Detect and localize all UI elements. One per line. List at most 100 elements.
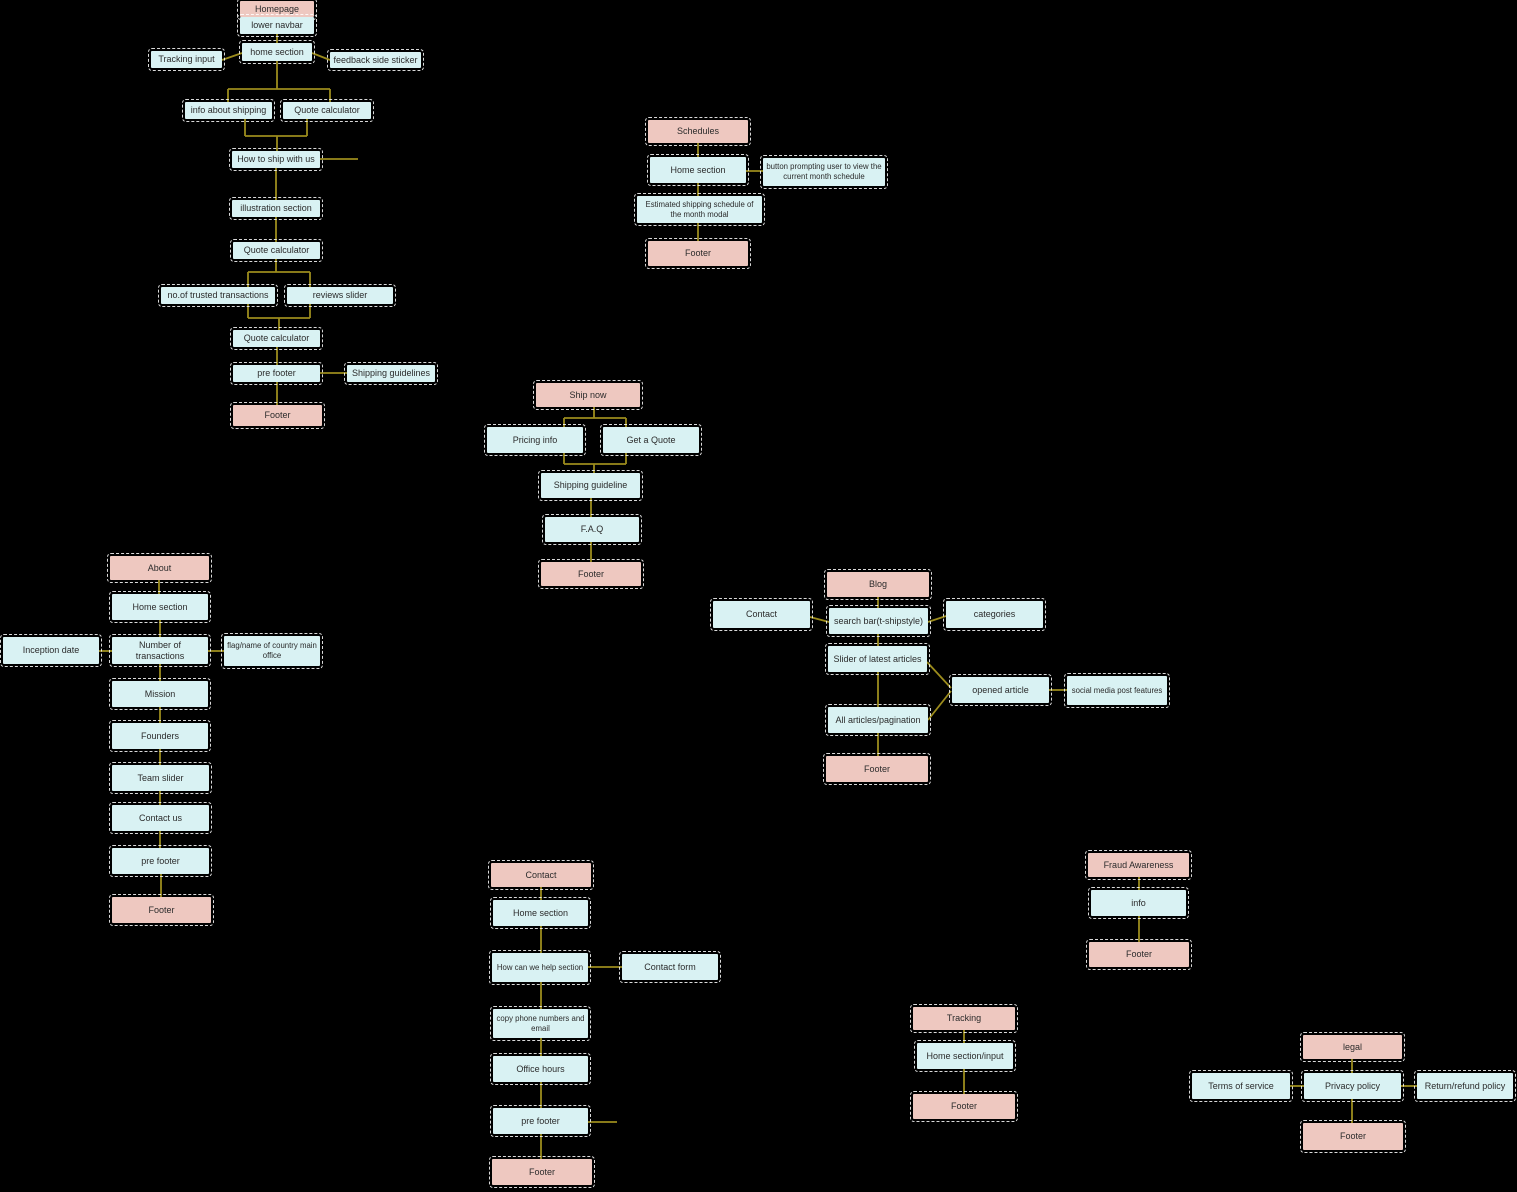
node-lg-footer[interactable]: Footer [1300, 1120, 1406, 1153]
node-ab-flag-country[interactable]: flag/name of country main office [221, 633, 323, 669]
node-hp-reviews-slider[interactable]: reviews slider [284, 284, 396, 307]
node-ab-pre-footer[interactable]: pre footer [109, 845, 212, 877]
node-sc-view-schedule-button[interactable]: button prompting user to view the curren… [760, 155, 888, 189]
node-label: Slider of latest articles [833, 653, 922, 664]
node-ab-inception-date[interactable]: Inception date [0, 634, 102, 667]
node-label: pre footer [141, 855, 180, 866]
node-label: Home section [132, 601, 188, 612]
node-hp-home-section[interactable]: home section [239, 40, 315, 64]
node-sn-pricing-info[interactable]: Pricing info [484, 424, 586, 456]
node-bl-social-features[interactable]: social media post features [1064, 673, 1170, 708]
node-hp-quote-calculator-2[interactable]: Quote calculator [230, 239, 323, 262]
node-ab-founders[interactable]: Founders [109, 720, 211, 752]
node-bl-footer[interactable]: Footer [823, 753, 931, 785]
node-label: Ship now [569, 389, 607, 400]
node-label: pre footer [521, 1115, 560, 1126]
node-hp-tracking-input[interactable]: Tracking input [148, 48, 225, 71]
node-label: Footer [528, 1166, 555, 1177]
node-hp-feedback-side-sticker[interactable]: feedback side sticker [327, 49, 424, 71]
node-ship-now[interactable]: Ship now [533, 380, 643, 410]
node-ct-contact-form[interactable]: Contact form [619, 951, 721, 983]
node-hp-quote-calculator-1[interactable]: Quote calculator [280, 99, 374, 122]
node-label: Blog [868, 579, 887, 590]
node-label: All articles/pagination [835, 714, 921, 725]
node-schedules[interactable]: Schedules [645, 117, 751, 146]
node-ct-pre-footer[interactable]: pre footer [490, 1105, 591, 1137]
node-bl-categories[interactable]: categories [943, 598, 1046, 631]
node-lg-terms[interactable]: Terms of service [1189, 1070, 1293, 1102]
node-ab-contact-us[interactable]: Contact us [109, 802, 212, 834]
node-bl-latest-articles[interactable]: Slider of latest articles [825, 643, 930, 675]
node-bl-opened-article[interactable]: opened article [949, 674, 1052, 706]
node-label: copy phone numbers and email [496, 1013, 585, 1033]
node-label: home section [250, 46, 304, 57]
node-blog[interactable]: Blog [824, 569, 932, 600]
node-legal[interactable]: legal [1300, 1032, 1405, 1062]
node-label: search bar(t-shipstyle) [833, 615, 924, 626]
node-label: Mission [144, 688, 176, 699]
node-bl-contact[interactable]: Contact [710, 598, 813, 631]
node-ab-mission[interactable]: Mission [109, 678, 211, 710]
node-ab-home-section[interactable]: Home section [109, 591, 211, 623]
node-about[interactable]: About [107, 553, 212, 583]
node-label: Team slider [137, 772, 184, 783]
node-ct-home-section[interactable]: Home section [490, 897, 591, 929]
node-label: Quote calculator [243, 245, 310, 256]
node-ct-how-help[interactable]: How can we help section [489, 950, 591, 985]
node-label: Footer [684, 248, 711, 259]
node-label: Number of transactions [135, 639, 185, 661]
node-sn-get-a-quote[interactable]: Get a Quote [600, 424, 702, 456]
node-sc-schedule-modal[interactable]: Estimated shipping schedule of the month… [634, 193, 765, 226]
node-hp-lower-navbar[interactable]: lower navbar [237, 14, 317, 37]
node-hp-info-about-shipping[interactable]: info about shipping [182, 99, 275, 122]
node-ab-team-slider[interactable]: Team slider [109, 762, 212, 794]
node-fa-info[interactable]: info [1088, 887, 1189, 919]
node-lg-return[interactable]: Return/refund policy [1414, 1070, 1516, 1102]
node-hp-pre-footer[interactable]: pre footer [230, 362, 323, 385]
node-tracking[interactable]: Tracking [910, 1004, 1018, 1033]
node-hp-footer[interactable]: Footer [230, 402, 325, 429]
node-homepage[interactable]: Homepage [237, 0, 317, 20]
node-label: Contact form [644, 961, 696, 972]
node-label: Quote calculator [294, 105, 360, 116]
node-hp-trusted-transactions[interactable]: no.of trusted transactions [158, 284, 278, 307]
node-tr-home-input[interactable]: Home section/input [914, 1040, 1016, 1072]
node-ct-footer[interactable]: Footer [489, 1156, 595, 1188]
node-bl-all-articles[interactable]: All articles/pagination [825, 704, 931, 736]
node-label: F.A.Q [580, 524, 604, 535]
node-hp-quote-calculator-3[interactable]: Quote calculator [230, 327, 323, 350]
node-label: categories [973, 609, 1016, 620]
node-contact[interactable]: Contact [488, 860, 594, 890]
connector-line [927, 615, 947, 623]
node-label: Shipping guidelines [351, 368, 431, 379]
node-label: reviews slider [312, 290, 368, 301]
node-ab-num-transactions[interactable]: Number of transactions [109, 634, 211, 667]
node-label: Footer [1339, 1131, 1366, 1142]
node-label: Home section [512, 907, 569, 918]
connector-line [311, 52, 331, 61]
node-hp-illustration-section[interactable]: illustration section [229, 197, 323, 220]
node-label: Return/refund policy [1424, 1080, 1506, 1091]
node-label: opened article [972, 684, 1029, 695]
node-sc-footer[interactable]: Footer [645, 238, 751, 269]
node-tr-footer[interactable]: Footer [910, 1091, 1018, 1122]
node-label: Quote calculator [243, 333, 310, 344]
node-hp-shipping-guidelines[interactable]: Shipping guidelines [344, 362, 438, 385]
node-sc-home-section[interactable]: Home section [647, 154, 749, 186]
node-fa-footer[interactable]: Footer [1086, 939, 1192, 970]
node-sn-faq[interactable]: F.A.Q [542, 514, 642, 545]
node-ab-footer[interactable]: Footer [109, 894, 214, 926]
node-ct-copy-phone[interactable]: copy phone numbers and email [490, 1006, 591, 1041]
node-bl-search-bar[interactable]: search bar(t-shipstyle) [826, 605, 931, 637]
node-label: Terms of service [1208, 1080, 1274, 1091]
node-sn-shipping-guideline[interactable]: Shipping guideline [538, 470, 643, 501]
node-ct-office-hours[interactable]: Office hours [490, 1053, 591, 1085]
node-hp-how-to-ship[interactable]: How to ship with us [229, 148, 323, 171]
node-label: Home section/input [926, 1050, 1004, 1061]
node-sn-footer[interactable]: Footer [538, 559, 644, 589]
node-lg-privacy[interactable]: Privacy policy [1301, 1070, 1404, 1102]
node-label: About [147, 562, 172, 573]
node-label: illustration section [240, 203, 312, 214]
node-fraud-awareness[interactable]: Fraud Awareness [1085, 850, 1192, 880]
